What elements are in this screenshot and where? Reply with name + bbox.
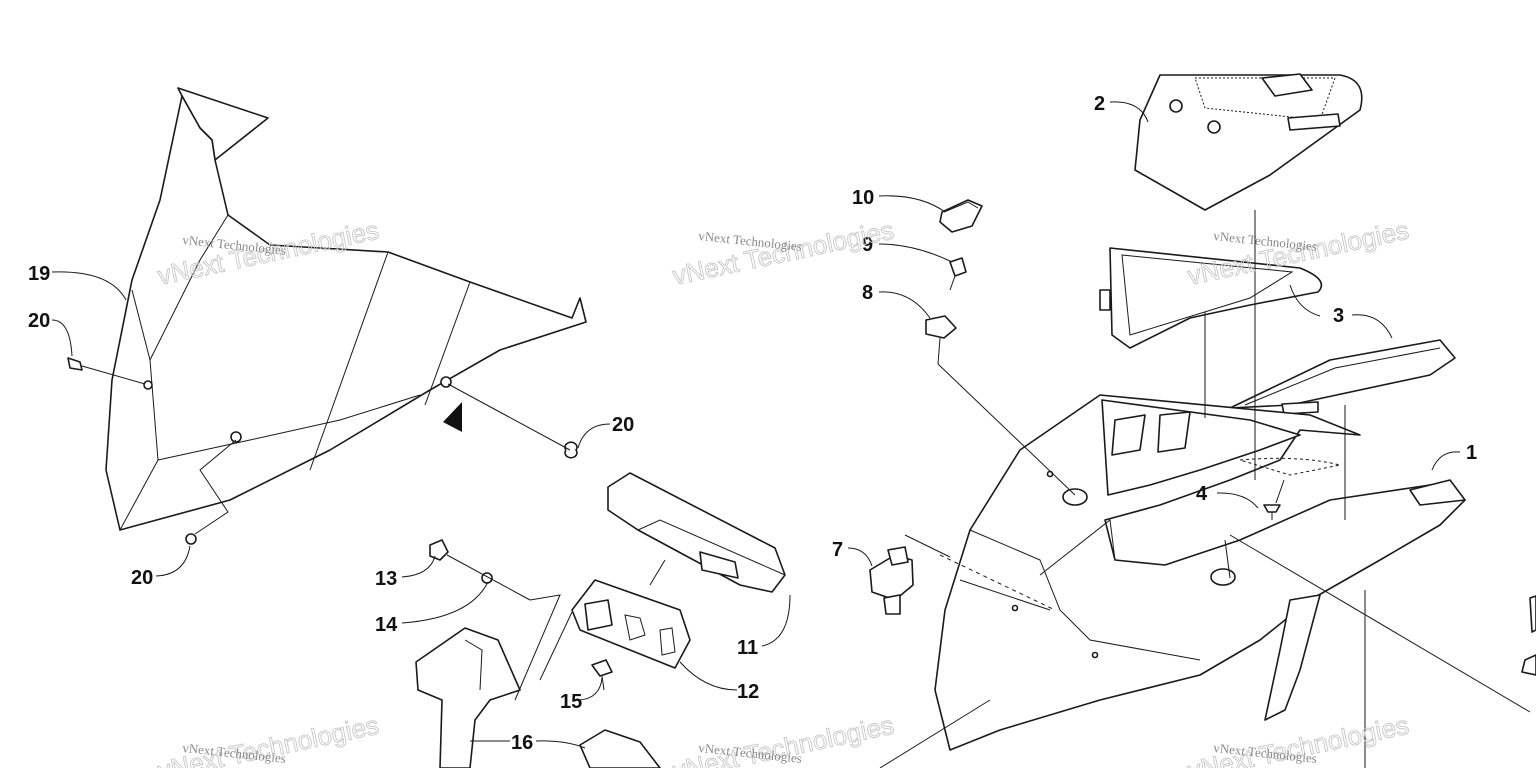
callout-3: 3 [1333, 305, 1344, 327]
callout-13: 13 [375, 568, 397, 590]
callout-labels: 2 3 1 4 7 8 9 10 11 12 13 14 15 16 19 20… [28, 93, 1477, 754]
callout-leaders [51, 101, 1461, 749]
callout-12: 12 [737, 681, 759, 703]
callout-2: 2 [1094, 93, 1105, 115]
ignition-switch-part-7 [869, 534, 1056, 615]
windshield-part-19 [105, 87, 587, 531]
ignition-nut-part-8 [925, 315, 1076, 496]
callout-8: 8 [862, 282, 873, 304]
key-part-9 [949, 257, 967, 291]
callout-4: 4 [1196, 483, 1208, 505]
switch-housing-part-11 [607, 472, 786, 593]
callout-20-lower: 20 [131, 567, 153, 589]
callout-20-upper: 20 [28, 310, 50, 332]
callout-7: 7 [832, 539, 843, 561]
callout-14: 14 [375, 614, 398, 636]
callout-15: 15 [560, 691, 582, 713]
bolt-part-15 [591, 659, 613, 691]
callout-20-right: 20 [612, 414, 634, 436]
fastener-part-4 [1263, 479, 1285, 520]
grommet-part-13 [429, 539, 449, 561]
switch-bracket-part-12 [571, 559, 691, 669]
assembly-leader-lines [879, 210, 1536, 768]
arrow-indicator-icon [443, 402, 462, 432]
mounting-bracket-part-16 [415, 594, 661, 768]
callout-9: 9 [862, 234, 873, 256]
hood-part-1 [934, 394, 1466, 751]
console-cover-part-2 [1134, 73, 1363, 211]
gauge-lens-part-3 [1099, 247, 1456, 415]
nut-part-14 [446, 554, 531, 601]
key-cap-part-10 [939, 199, 983, 233]
callout-16: 16 [511, 732, 533, 754]
callout-19: 19 [28, 263, 50, 285]
callout-1: 1 [1466, 442, 1477, 464]
screw-part-20 [67, 357, 578, 545]
callout-11: 11 [737, 637, 758, 659]
callout-10: 10 [852, 187, 874, 209]
